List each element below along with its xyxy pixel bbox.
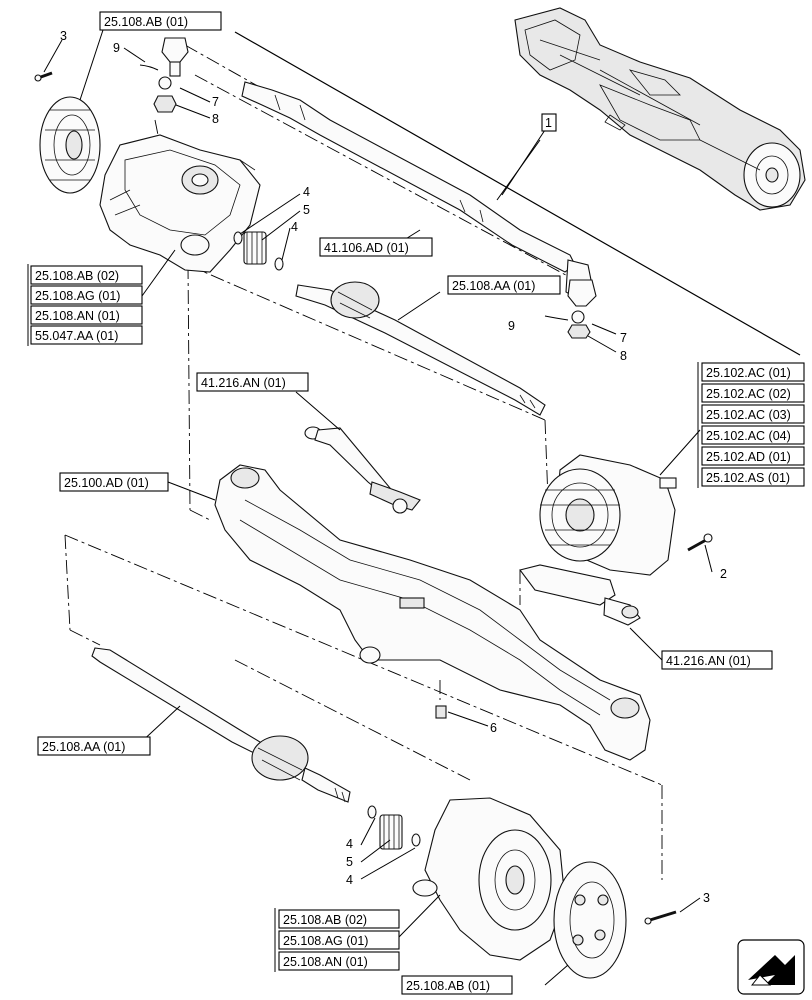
callout-1: 1: [545, 116, 552, 130]
ref-left-group-item-2[interactable]: 25.108.AN (01): [30, 305, 143, 325]
ref-top-left-hub[interactable]: 25.108.AB (01): [99, 11, 222, 31]
ref-bottom-group-item-1[interactable]: 25.108.AG (01): [278, 930, 400, 950]
ref-diff-group-label-5: 25.102.AS (01): [706, 471, 790, 485]
ref-diff-group-item-2[interactable]: 25.102.AC (03): [701, 404, 805, 424]
ref-diff-group-label-0: 25.102.AC (01): [706, 366, 791, 380]
ref-left-group-item-3[interactable]: 55.047.AA (01): [30, 325, 143, 345]
diff-bolt-2: [687, 533, 713, 552]
ref-left-group-label-2: 25.108.AN (01): [35, 309, 120, 323]
ref-diff-group-label-3: 25.102.AC (04): [706, 429, 791, 443]
callout-4-lower-b: 4: [346, 873, 353, 887]
callout-numbers: 3 9 7 8 4 5 4 9 7 8 2 6 4 5 4 3: [60, 29, 727, 905]
ref-upper-shaft[interactable]: 25.108.AA (01): [447, 275, 561, 295]
ref-bottom-group-label-0: 25.108.AB (02): [283, 913, 367, 927]
ref-lower-shaft-label: 25.108.AA (01): [42, 740, 125, 754]
divider-line: [234, 31, 801, 356]
ref-diff-group-label-4: 25.102.AD (01): [706, 450, 791, 464]
middle-ball-joint: [544, 279, 597, 339]
lower-gear-and-rings: [367, 805, 421, 850]
ref-top-left-hub-label: 25.108.AB (01): [104, 15, 188, 29]
ref-diff-group: 25.102.AC (01) 25.102.AC (02) 25.102.AC …: [697, 362, 805, 488]
ref-bottom-group-item-0[interactable]: 25.108.AB (02): [278, 909, 400, 929]
drain-plug-6: [435, 705, 447, 719]
ref-diff-group-item-0[interactable]: 25.102.AC (01): [701, 362, 805, 382]
callout-4-lower-a: 4: [346, 837, 353, 851]
lower-bolt-3: [644, 910, 677, 925]
ref-diff-group-item-3[interactable]: 25.102.AC (04): [701, 425, 805, 445]
callout-1-box: 1: [541, 113, 557, 132]
ref-lower-shaft[interactable]: 25.108.AA (01): [37, 736, 151, 756]
callout-3-top: 3: [60, 29, 67, 43]
right-steering-cylinder: [519, 564, 641, 626]
ref-bottom-hub-label: 25.108.AB (01): [406, 979, 490, 993]
ref-steering-cyl-right-label: 41.216.AN (01): [666, 654, 751, 668]
callout-7-mid: 7: [620, 331, 627, 345]
ref-steering-cyl-top-label: 41.216.AN (01): [201, 376, 286, 390]
callout-8-top: 8: [212, 112, 219, 126]
upper-steering-cylinder: [304, 426, 421, 514]
ref-left-group-item-0[interactable]: 25.108.AB (02): [30, 265, 143, 285]
callout-4-upper-b: 4: [291, 220, 298, 234]
ref-upper-shaft-label: 25.108.AA (01): [452, 279, 535, 293]
next-page-arrow-icon[interactable]: [737, 939, 805, 995]
ref-bottom-hub[interactable]: 25.108.AB (01): [401, 975, 513, 995]
ref-diff-group-item-4[interactable]: 25.102.AD (01): [701, 446, 805, 466]
lower-steering-knuckle: [412, 797, 566, 961]
ref-left-group: 25.108.AB (02) 25.108.AG (01) 25.108.AN …: [27, 264, 143, 346]
upper-left-steering-knuckle: [99, 134, 261, 273]
axle-overview-thumbnail: [514, 7, 806, 211]
ref-left-group-item-1[interactable]: 25.108.AG (01): [30, 285, 143, 305]
upper-gear-and-rings: [233, 231, 284, 271]
callout-9-top: 9: [113, 41, 120, 55]
ref-bottom-group-label-2: 25.108.AN (01): [283, 955, 368, 969]
callout-2: 2: [720, 567, 727, 581]
upper-drive-shaft: [295, 281, 546, 416]
callout-7-top: 7: [212, 95, 219, 109]
upper-cotter-pin-9: [139, 64, 159, 71]
callout-5-lower: 5: [346, 855, 353, 869]
callout-5-upper: 5: [303, 203, 310, 217]
axle-housing: [214, 464, 651, 761]
tie-rod-assembly: [241, 81, 593, 301]
upper-left-bolt-3: [34, 71, 53, 82]
ref-tie-rod[interactable]: 41.106.AD (01): [319, 237, 433, 257]
ref-left-group-label-3: 55.047.AA (01): [35, 329, 118, 343]
ref-tie-rod-label: 41.106.AD (01): [324, 241, 409, 255]
lower-drive-shaft: [91, 647, 351, 803]
assembly-centerlines: [64, 44, 663, 880]
ref-steering-cyl-top[interactable]: 41.216.AN (01): [196, 372, 309, 392]
callout-3-bottom: 3: [703, 891, 710, 905]
lower-hub-flange: [553, 861, 627, 979]
callout-6: 6: [490, 721, 497, 735]
callout-9-mid: 9: [508, 319, 515, 333]
ref-bottom-group-item-2[interactable]: 25.108.AN (01): [278, 951, 400, 971]
ref-bottom-group-label-1: 25.108.AG (01): [283, 934, 368, 948]
upper-left-hub-flange: [39, 96, 101, 194]
ref-steering-cyl-right[interactable]: 41.216.AN (01): [661, 650, 773, 670]
ref-bottom-group: 25.108.AB (02) 25.108.AG (01) 25.108.AN …: [274, 908, 400, 972]
ref-diff-group-item-5[interactable]: 25.102.AS (01): [701, 467, 805, 487]
ref-axle-housing-label: 25.100.AD (01): [64, 476, 149, 490]
callout-8-mid: 8: [620, 349, 627, 363]
ref-axle-housing[interactable]: 25.100.AD (01): [59, 472, 169, 492]
callout-4-upper-a: 4: [303, 185, 310, 199]
ref-left-group-label-0: 25.108.AB (02): [35, 269, 119, 283]
ref-diff-group-item-1[interactable]: 25.102.AC (02): [701, 383, 805, 403]
ref-diff-group-label-2: 25.102.AC (03): [706, 408, 791, 422]
differential-assembly: [539, 454, 677, 576]
ref-left-group-label-1: 25.108.AG (01): [35, 289, 120, 303]
upper-ball-joint-stud: [153, 37, 189, 113]
ref-diff-group-label-1: 25.102.AC (02): [706, 387, 791, 401]
leader-lines: [43, 29, 713, 986]
